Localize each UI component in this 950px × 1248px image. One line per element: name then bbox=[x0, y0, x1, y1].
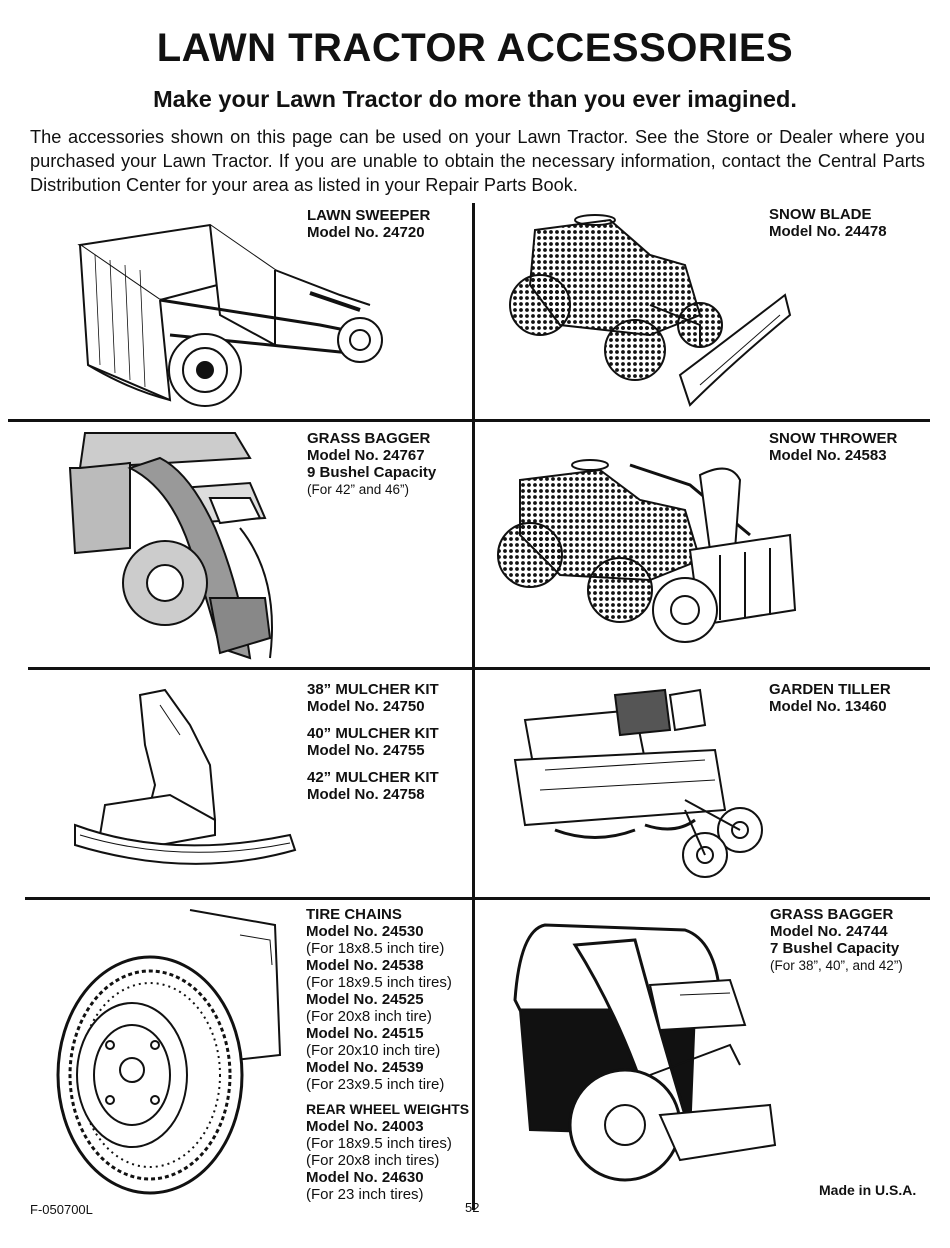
row-divider-1 bbox=[8, 419, 930, 422]
center-divider bbox=[472, 203, 475, 1210]
grass-bagger-7-illustration bbox=[500, 915, 785, 1190]
lawn-sweeper-label: LAWN SWEEPER Model No. 24720 bbox=[307, 207, 431, 241]
page-number: 52 bbox=[465, 1200, 480, 1215]
page-subtitle: Make your Lawn Tractor do more than you … bbox=[153, 86, 797, 112]
tire-chains-illustration bbox=[40, 905, 290, 1200]
snow-thrower-illustration bbox=[490, 440, 805, 665]
garden-tiller-illustration bbox=[495, 680, 770, 890]
form-number: F-050700L bbox=[30, 1202, 93, 1217]
snow-blade-illustration bbox=[500, 205, 800, 415]
grass-bagger-9-label: GRASS BAGGER Model No. 24767 9 Bushel Ca… bbox=[307, 430, 437, 497]
mulcher-kit-illustration bbox=[70, 685, 300, 885]
intro-paragraph: The accessories shown on this page can b… bbox=[30, 127, 925, 195]
grass-bagger-9-illustration bbox=[60, 428, 285, 663]
snow-blade-label: SNOW BLADE Model No. 24478 bbox=[769, 206, 887, 240]
row-divider-2 bbox=[28, 667, 930, 670]
lawn-sweeper-illustration bbox=[70, 215, 395, 415]
mulcher-kit-label: 38” MULCHER KIT Model No. 24750 40” MULC… bbox=[307, 681, 439, 803]
garden-tiller-label: GARDEN TILLER Model No. 13460 bbox=[769, 681, 891, 715]
page-title: LAWN TRACTOR ACCESSORIES bbox=[156, 26, 794, 70]
snow-thrower-label: SNOW THROWER Model No. 24583 bbox=[769, 430, 898, 464]
row-divider-3 bbox=[25, 897, 930, 900]
grass-bagger-7-label: GRASS BAGGER Model No. 24744 7 Bushel Ca… bbox=[770, 906, 903, 973]
made-in-label: Made in U.S.A. bbox=[819, 1182, 917, 1198]
tire-chains-label: TIRE CHAINS Model No. 24530 (For 18x8.5 … bbox=[306, 906, 470, 1203]
